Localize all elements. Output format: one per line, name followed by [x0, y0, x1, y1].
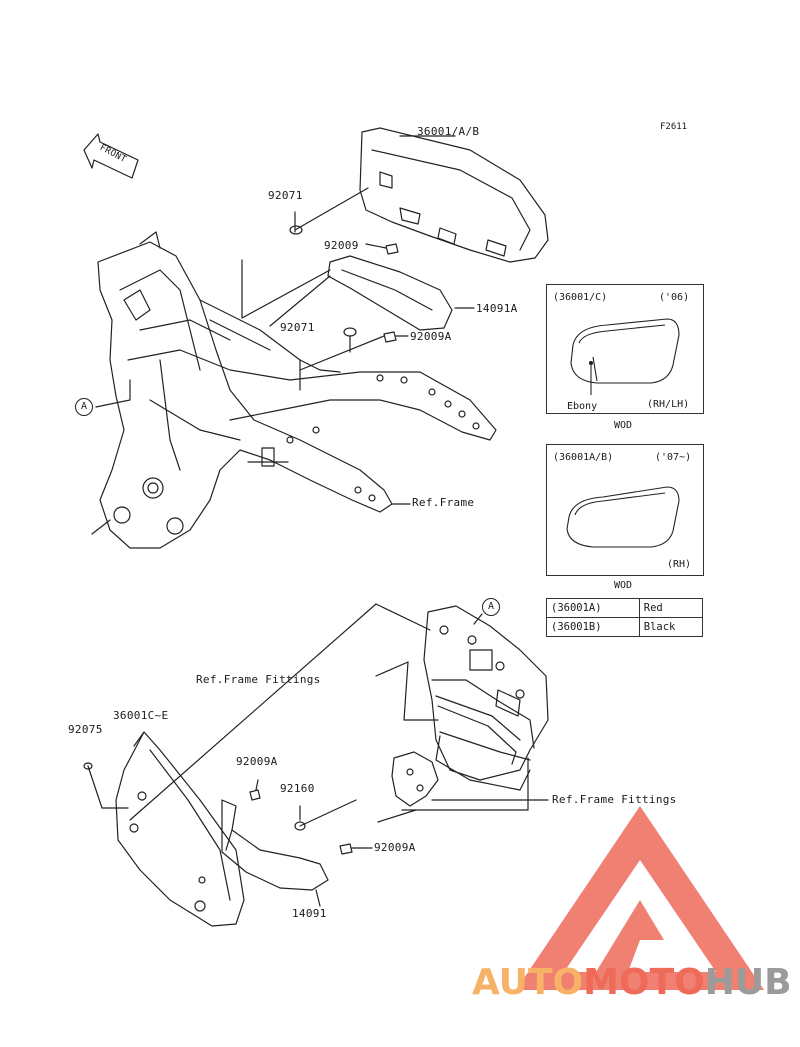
- battery-case: [423, 605, 549, 791]
- inset-variant-06: (36001/C) ('06) Ebony (RH/LH): [546, 284, 704, 414]
- color-name: Black: [638, 617, 704, 637]
- label-36001c-e: 36001C~E: [113, 709, 169, 722]
- label-92075: 92075: [68, 723, 103, 736]
- inner-cover-lower: [221, 799, 329, 891]
- inset2-year: ('07~): [655, 452, 692, 463]
- inset1-note: Ebony: [567, 401, 598, 412]
- inset2-side: (RH): [667, 559, 692, 570]
- watermark-part-1: AUTO: [472, 962, 584, 1003]
- side-cover-lower: [115, 731, 245, 927]
- callout-a-lower: A: [482, 598, 500, 616]
- color-name: Red: [638, 598, 704, 618]
- color-table: (36001A) Red (36001B) Black: [546, 598, 704, 637]
- watermark-part-3: HUB: [704, 962, 792, 1003]
- callout-a-upper: A: [75, 398, 93, 416]
- table-row: (36001B) Black: [546, 617, 704, 637]
- watermark-text: AUTOMOTOHUB: [472, 962, 792, 1003]
- label-92160: 92160: [280, 782, 315, 795]
- watermark-part-2: MOTO: [583, 962, 705, 1003]
- inset2-wod: WOD: [614, 580, 633, 591]
- motorcycle-frame: [91, 231, 497, 549]
- label-92071-mid: 92071: [280, 321, 315, 334]
- label-ref-frame: Ref.Frame: [412, 496, 475, 509]
- label-92009a-mid: 92009A: [410, 330, 452, 343]
- label-14091a: 14091A: [476, 302, 518, 315]
- inner-cover-top: [327, 255, 453, 331]
- inset1-year: ('06): [659, 292, 690, 303]
- side-cover-top: [359, 127, 549, 263]
- label-92009: 92009: [324, 239, 359, 252]
- diagram-code: F2611: [660, 122, 688, 132]
- inset2-cover-drawing: [566, 486, 680, 548]
- color-code: (36001B): [546, 617, 640, 637]
- color-code: (36001A): [546, 598, 640, 618]
- inset1-cover-drawing: [570, 318, 680, 395]
- label-92071-top: 92071: [268, 189, 303, 202]
- inset1-wod: WOD: [614, 420, 633, 431]
- inset2-code: (36001A/B): [553, 452, 614, 463]
- inset-variant-07: (36001A/B) ('07~) (RH): [546, 444, 704, 576]
- label-ref-frame-fittings-1: Ref.Frame Fittings: [196, 673, 321, 686]
- label-14091: 14091: [292, 907, 327, 920]
- bracket: [391, 751, 439, 807]
- label-36001-a-b: 36001/A/B: [417, 125, 480, 138]
- label-92009a-low: 92009A: [236, 755, 278, 768]
- table-row: (36001A) Red: [546, 598, 704, 618]
- inset1-code: (36001/C): [553, 292, 608, 303]
- label-ref-frame-fittings-2: Ref.Frame Fittings: [552, 793, 677, 806]
- front-arrow-icon: [83, 133, 139, 179]
- inset1-side: (RH/LH): [647, 399, 690, 410]
- label-92009a-low2: 92009A: [374, 841, 416, 854]
